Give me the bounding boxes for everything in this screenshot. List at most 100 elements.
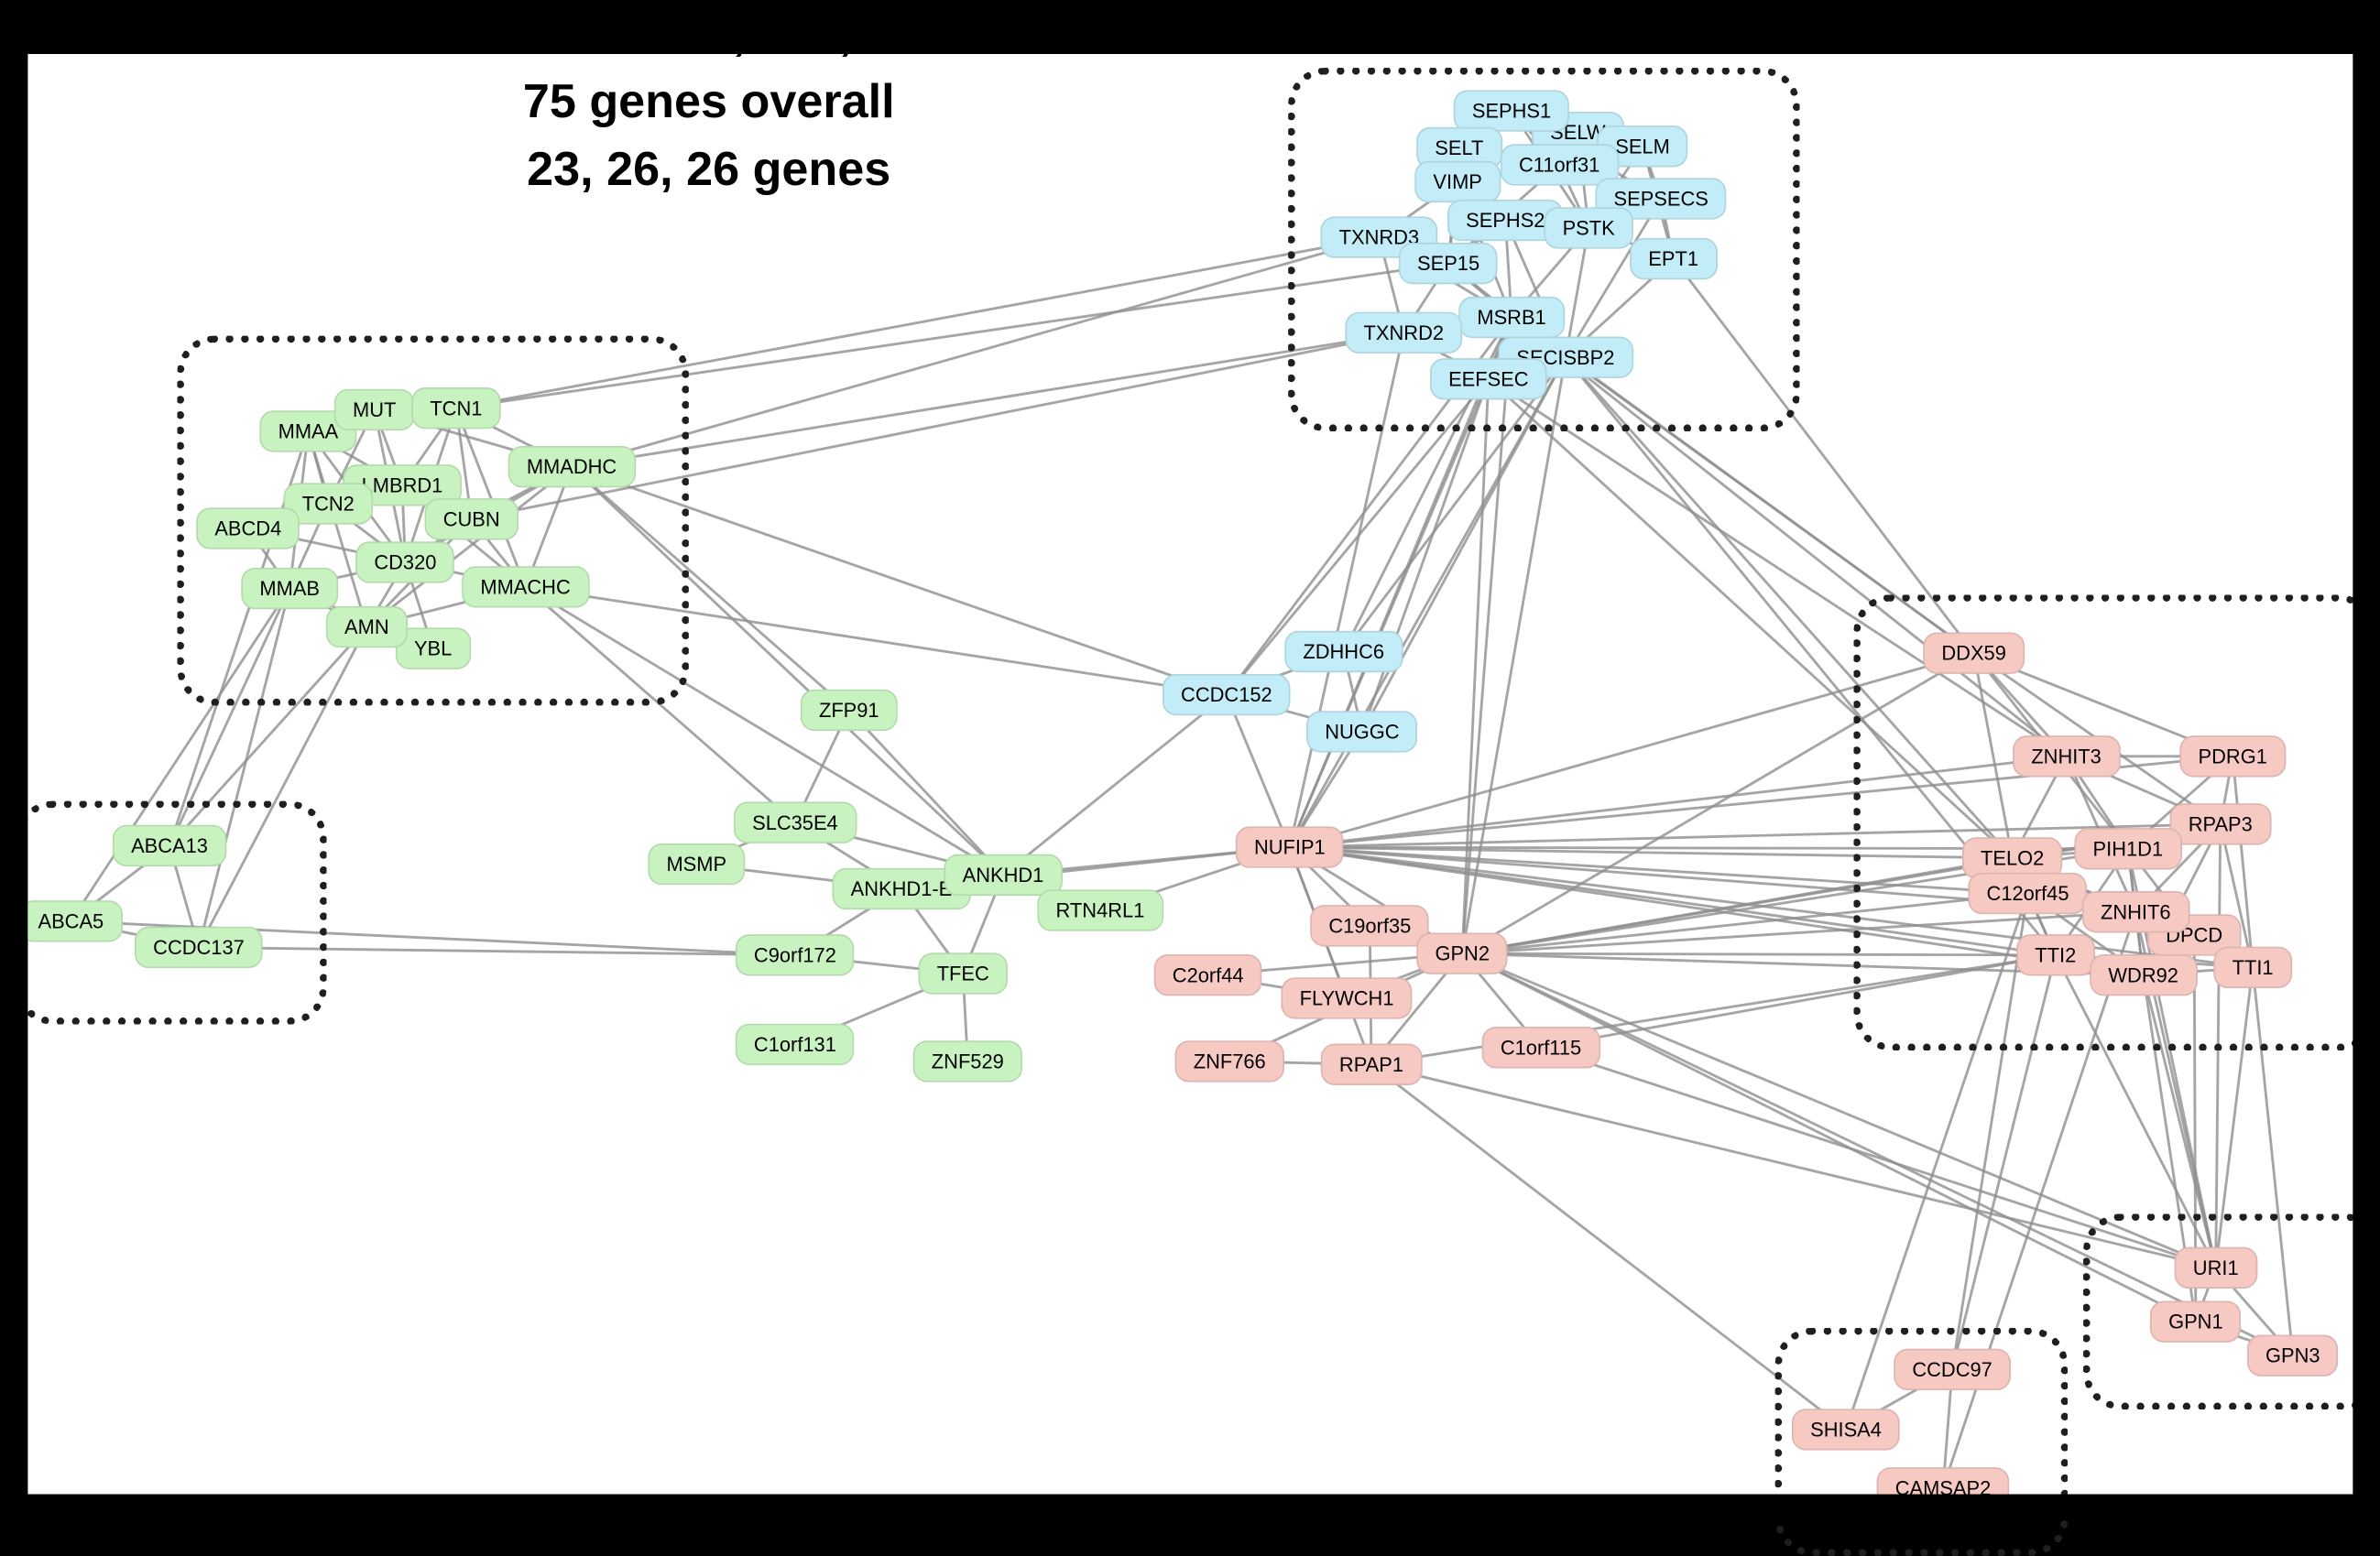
- graph-edge: [366, 465, 573, 628]
- graph-node-nuggc[interactable]: NUGGC: [1306, 711, 1418, 753]
- graph-node-abcd4[interactable]: ABCD4: [196, 507, 300, 549]
- graph-edge: [197, 626, 368, 949]
- graph-node-c9orf172[interactable]: C9orf172: [735, 934, 856, 976]
- graph-edge: [1461, 651, 1975, 955]
- graph-node-shisa4[interactable]: SHISA4: [1791, 1409, 1901, 1451]
- graph-node-znf766[interactable]: ZNF766: [1174, 1040, 1284, 1083]
- graph-edge: [1289, 822, 2221, 849]
- graph-node-mmadhc[interactable]: MMADHC: [508, 445, 636, 488]
- graph-edge: [455, 235, 1380, 410]
- graph-node-c11orf31[interactable]: C11orf31: [1500, 144, 1619, 186]
- graph-node-tti2[interactable]: TTI2: [2016, 934, 2095, 976]
- graph-edge: [571, 331, 1404, 469]
- graph-node-rpap3[interactable]: RPAP3: [2169, 803, 2271, 845]
- graph-node-cubn[interactable]: CUBN: [424, 498, 519, 540]
- graph-edge: [454, 408, 527, 588]
- graph-edge: [1844, 893, 2029, 1431]
- frame-left-bar: [0, 0, 28, 1521]
- graph-node-c1orf131[interactable]: C1orf131: [735, 1023, 856, 1066]
- graph-node-uri1[interactable]: URI1: [2174, 1246, 2257, 1289]
- graph-node-tcn1[interactable]: TCN1: [411, 387, 501, 430]
- graph-edge: [1950, 893, 2029, 1370]
- graph-node-mmab[interactable]: MMAB: [241, 567, 339, 610]
- graph-edge: [847, 709, 1005, 876]
- graph-edge: [1462, 952, 2056, 957]
- graph-node-ept1[interactable]: EPT1: [1630, 237, 1718, 280]
- graph-node-mmaa[interactable]: MMAA: [259, 410, 357, 452]
- graph-node-abca5[interactable]: ABCA5: [19, 900, 123, 942]
- graph-node-eefsec[interactable]: EEFSEC: [1429, 358, 1547, 400]
- graph-edge: [1461, 952, 2217, 1269]
- module-box-green: [177, 335, 689, 706]
- graph-edge: [1289, 845, 2028, 895]
- graph-edge: [198, 946, 795, 957]
- graph-edge: [1672, 257, 1975, 655]
- graph-node-c12orf45[interactable]: C12orf45: [1968, 872, 2088, 915]
- graph-edge: [571, 465, 1004, 876]
- graph-edge: [1564, 198, 1663, 358]
- graph-node-abca13[interactable]: ABCA13: [112, 824, 227, 867]
- graph-node-txnrd3[interactable]: TXNRD3: [1320, 216, 1438, 258]
- graph-node-ankhd1[interactable]: ANKHD1: [944, 854, 1063, 897]
- graph-edge: [1972, 652, 2014, 859]
- graph-edge: [471, 331, 1404, 521]
- graph-edge: [1288, 332, 1405, 848]
- graph-node-ccdc137[interactable]: CCDC137: [134, 926, 263, 969]
- graph-node-ybl[interactable]: YBL: [395, 627, 471, 669]
- graph-node-msmp[interactable]: MSMP: [648, 843, 746, 886]
- graph-node-znf529[interactable]: ZNF529: [912, 1040, 1022, 1083]
- graph-edge: [571, 235, 1380, 469]
- frame-bottom-bar: [0, 1494, 2380, 1521]
- graph-node-tfec[interactable]: TFEC: [918, 952, 1008, 995]
- graph-node-c1orf115[interactable]: C1orf115: [1481, 1027, 1600, 1069]
- graph-edge: [1488, 377, 2068, 758]
- graph-edge: [1487, 377, 2014, 859]
- graph-edge: [1461, 952, 2197, 1323]
- graph-node-sephs1[interactable]: SEPHS1: [1453, 90, 1570, 132]
- graph-node-gpn1[interactable]: GPN1: [2149, 1300, 2242, 1343]
- title-line-total-genes: 75 genes overall: [522, 73, 895, 128]
- graph-node-cd320[interactable]: CD320: [355, 541, 455, 583]
- graph-node-wdr92[interactable]: WDR92: [2090, 953, 2198, 996]
- graph-node-zdhhc6[interactable]: ZDHHC6: [1284, 630, 1403, 673]
- graph-node-sep15[interactable]: SEP15: [1398, 242, 1499, 285]
- graph-edge: [1511, 316, 2068, 757]
- graph-node-vimp[interactable]: VIMP: [1414, 160, 1501, 203]
- graph-node-amn[interactable]: AMN: [325, 605, 408, 648]
- graph-node-c2orf44[interactable]: C2orf44: [1153, 953, 1262, 996]
- graph-node-mmachc[interactable]: MMACHC: [462, 566, 589, 608]
- graph-edge: [1564, 356, 2014, 859]
- graph-edge: [1002, 693, 1228, 876]
- graph-node-telo2[interactable]: TELO2: [1961, 837, 2063, 879]
- graph-edge: [1950, 954, 2058, 1370]
- graph-node-pstk[interactable]: PSTK: [1544, 207, 1633, 249]
- title-line-per-module-genes: 23, 26, 26 genes: [527, 141, 891, 196]
- graph-node-ccdc97[interactable]: CCDC97: [1894, 1348, 2012, 1391]
- frame-right-bar: [2353, 0, 2380, 1521]
- graph-node-rtn4rl1[interactable]: RTN4RL1: [1037, 889, 1163, 931]
- graph-node-nufip1[interactable]: NUFIP1: [1235, 826, 1344, 868]
- graph-node-gpn2[interactable]: GPN2: [1416, 932, 1509, 974]
- graph-edge: [1462, 892, 2028, 955]
- graph-edge: [2251, 967, 2295, 1356]
- graph-node-slc35e4[interactable]: SLC35E4: [733, 801, 857, 843]
- graph-node-mut[interactable]: MUT: [333, 388, 415, 431]
- graph-edge: [1288, 316, 1513, 848]
- graph-node-znhit6[interactable]: ZNHIT6: [2081, 891, 2189, 933]
- graph-node-tti1[interactable]: TTI1: [2213, 946, 2292, 989]
- graph-node-zfp91[interactable]: ZFP91: [800, 689, 898, 732]
- graph-edge: [70, 587, 291, 922]
- graph-edge: [524, 585, 796, 824]
- graph-node-flywch1[interactable]: FLYWCH1: [1281, 977, 1413, 1019]
- graph-node-znhit3[interactable]: ZNHIT3: [2013, 735, 2121, 778]
- graph-node-msrb1[interactable]: MSRB1: [1458, 296, 1565, 339]
- graph-node-c19orf35[interactable]: C19orf35: [1310, 905, 1430, 947]
- graph-node-ccdc152[interactable]: CCDC152: [1162, 673, 1291, 716]
- graph-node-gpn3[interactable]: GPN3: [2246, 1334, 2339, 1376]
- graph-node-pdrg1[interactable]: PDRG1: [2179, 735, 2287, 778]
- graph-edge: [571, 465, 850, 712]
- graph-node-txnrd2[interactable]: TXNRD2: [1345, 311, 1463, 354]
- graph-node-rpap1[interactable]: RPAP1: [1320, 1043, 1423, 1085]
- graph-node-ddx59[interactable]: DDX59: [1923, 632, 2025, 674]
- graph-node-pih1d1[interactable]: PIH1D1: [2074, 828, 2182, 870]
